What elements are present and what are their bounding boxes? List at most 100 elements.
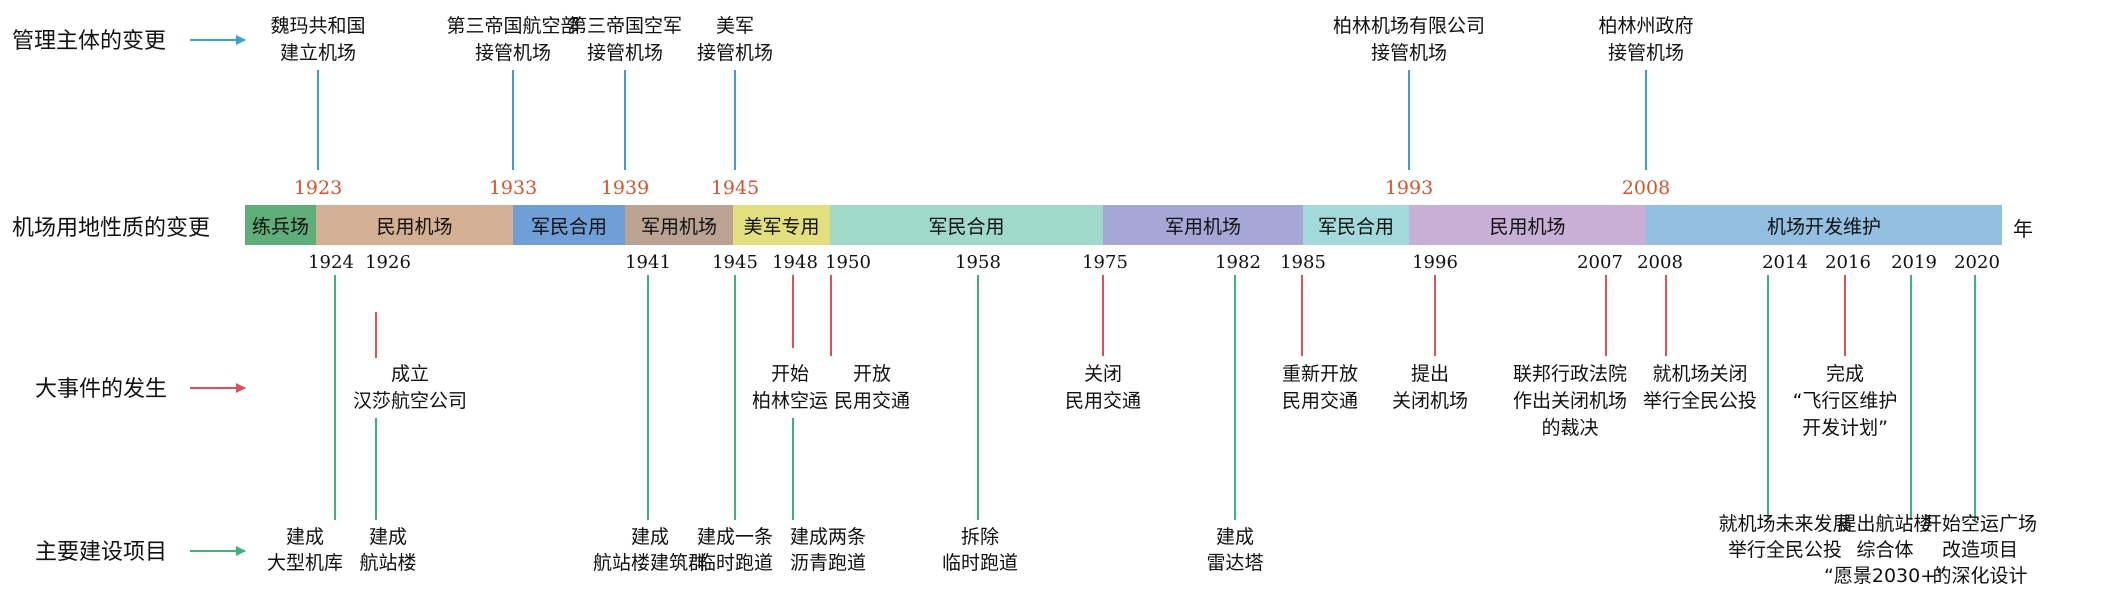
landuse-segment <box>1409 205 1646 245</box>
landuse-segment <box>625 205 733 245</box>
landuse-segment <box>513 205 625 245</box>
construction-projects: 建成大型机库建成航站楼建成航站楼建筑群建成一条临时跑道建成两条沥青跑道拆除临时跑… <box>267 275 2037 587</box>
event-item: 联邦行政法院作出关闭机场的裁决 <box>1513 363 1627 439</box>
construction-item-line: 航站楼 <box>359 552 416 574</box>
construction-item: 拆除临时跑道 <box>942 526 1018 574</box>
construction-item-line: 沥青跑道 <box>790 552 866 574</box>
lower-year: 1941 <box>625 252 671 273</box>
event-item: 完成 “飞行区维护开发计划” <box>1793 363 1898 439</box>
construction-item-line: 建成 <box>286 526 324 548</box>
construction-item-line: 提出航站楼 <box>1837 513 1932 535</box>
management-event: 魏玛共和国建立机场 <box>270 15 365 64</box>
row-label-construction: 主要建设项目 <box>35 540 167 565</box>
row-label-landuse: 机场用地性质的变更 <box>12 216 210 241</box>
landuse-segment <box>1646 205 2002 245</box>
construction-item-line: 航站楼建筑群 <box>593 552 707 574</box>
landuse-segment-label: 军民合用 <box>1318 216 1394 238</box>
construction-item: 建成航站楼建筑群 <box>593 526 707 574</box>
major-events: 成立汉莎航空公司开始柏林空运开放民用交通关闭民用交通重新开放民用交通提出关闭机场… <box>353 275 1897 439</box>
management-year: 1933 <box>489 177 537 199</box>
landuse-segment <box>733 205 830 245</box>
construction-item: 建成大型机库 <box>267 526 343 574</box>
landuse-segment-label: 民用机场 <box>376 216 452 238</box>
construction-item-line: 建成 <box>631 526 669 548</box>
lower-year: 1985 <box>1280 252 1326 273</box>
lower-year: 1950 <box>825 252 871 273</box>
construction-item-line: 拆除 <box>961 526 999 548</box>
event-item-line: 民用交通 <box>1065 390 1141 412</box>
construction-item-line: 改造项目 <box>1942 539 2018 561</box>
management-event-line: 柏林机场有限公司 <box>1333 15 1485 37</box>
event-item: 提出关闭机场 <box>1392 363 1468 412</box>
management-event-line: 接管机场 <box>1371 42 1447 64</box>
lower-year: 1958 <box>955 252 1001 273</box>
management-event-line: 魏玛共和国 <box>270 15 365 37</box>
landuse-segment-label: 军用机场 <box>641 216 717 238</box>
management-event: 第三帝国空军接管机场 <box>568 15 682 64</box>
lower-year: 2007 <box>1577 252 1623 273</box>
event-item-line: 关闭机场 <box>1392 390 1468 412</box>
management-year: 1939 <box>601 177 649 199</box>
management-event-line: 第三帝国空军 <box>568 15 682 37</box>
construction-item: 建成一条临时跑道 <box>697 526 773 574</box>
management-year: 2008 <box>1622 177 1670 199</box>
management-event-line: 接管机场 <box>1608 42 1684 64</box>
construction-item-line: 举行全民公投 <box>1728 539 1842 561</box>
landuse-segment <box>316 205 513 245</box>
event-item: 就机场关闭举行全民公投 <box>1643 363 1757 412</box>
landuse-segment-label: 军民合用 <box>531 216 607 238</box>
construction-item: 提出航站楼综合体“愿景2030+” <box>1824 513 1946 587</box>
lower-year: 1926 <box>365 252 411 273</box>
event-item-line: 民用交通 <box>1282 390 1358 412</box>
lower-year: 2008 <box>1637 252 1683 273</box>
event-item-line: 就机场关闭 <box>1652 363 1747 385</box>
construction-item-line: 建成一条 <box>697 526 773 548</box>
landuse-segment-label: 美军专用 <box>743 216 819 238</box>
construction-item: 开始空运广场改造项目的深化设计 <box>1923 513 2037 587</box>
event-item-line: “飞行区维护 <box>1793 390 1898 412</box>
construction-item-line: 雷达塔 <box>1206 552 1263 574</box>
lower-year: 1982 <box>1215 252 1261 273</box>
lower-year: 1948 <box>772 252 818 273</box>
event-item-line: 举行全民公投 <box>1643 390 1757 412</box>
management-event-line: 接管机场 <box>587 42 663 64</box>
construction-item-line: 综合体 <box>1856 539 1913 561</box>
construction-item-line: 建成 <box>369 526 407 548</box>
management-changes: 魏玛共和国建立机场1923第三帝国航空部接管机场1933第三帝国空军接管机场19… <box>270 15 1693 199</box>
construction-item: 就机场未来发展举行全民公投 <box>1718 513 1851 561</box>
management-event: 柏林机场有限公司接管机场 <box>1333 15 1485 64</box>
landuse-segment <box>830 205 1103 245</box>
event-item: 成立汉莎航空公司 <box>353 363 467 412</box>
construction-item-line: 建成 <box>1216 526 1254 548</box>
construction-item-line: 临时跑道 <box>942 552 1018 574</box>
landuse-segment <box>1103 205 1303 245</box>
event-item: 开始柏林空运 <box>752 363 828 412</box>
lower-year: 1975 <box>1082 252 1128 273</box>
event-item-line: 成立 <box>391 363 429 385</box>
lower-year: 1924 <box>308 252 354 273</box>
lower-year: 2020 <box>1954 252 2000 273</box>
event-item-line: 开发计划” <box>1802 417 1888 439</box>
event-item-line: 完成 <box>1826 363 1864 385</box>
landuse-segment-label: 军民合用 <box>928 216 1004 238</box>
management-event: 第三帝国航空部接管机场 <box>446 15 579 64</box>
construction-item-line: 的深化设计 <box>1932 565 2027 587</box>
construction-item-line: 开始空运广场 <box>1923 513 2037 535</box>
construction-item: 建成雷达塔 <box>1206 526 1263 574</box>
event-item-line: 开始 <box>771 363 809 385</box>
management-year: 1945 <box>711 177 759 199</box>
management-event-line: 接管机场 <box>475 42 551 64</box>
event-item-line: 关闭 <box>1084 363 1122 385</box>
management-event: 美军接管机场 <box>697 15 773 64</box>
construction-item-line: 大型机库 <box>267 552 343 574</box>
management-year: 1993 <box>1385 177 1433 199</box>
event-item-line: 的裁决 <box>1541 417 1598 439</box>
management-event-line: 第三帝国航空部 <box>446 15 579 37</box>
management-event-line: 接管机场 <box>697 42 773 64</box>
construction-item-line: 就机场未来发展 <box>1718 513 1851 535</box>
landuse-segment-label: 民用机场 <box>1489 216 1565 238</box>
lower-year: 2016 <box>1825 252 1871 273</box>
construction-item: 建成航站楼 <box>359 526 416 574</box>
landuse-segment <box>1303 205 1409 245</box>
